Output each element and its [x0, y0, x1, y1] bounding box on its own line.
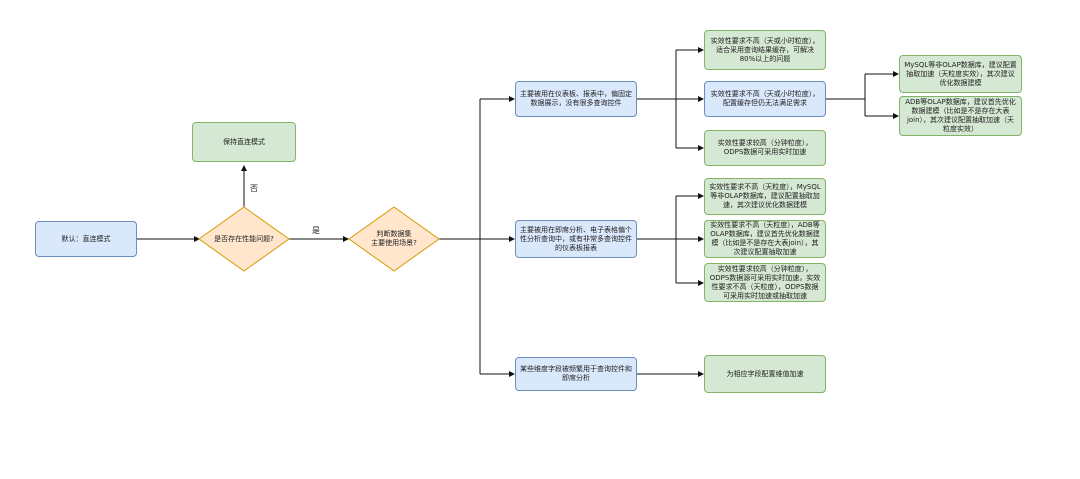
adhoc-result-odps: 实效性要求较高（分钟粒度），ODPS数据源可采用实时加速，实效性要求不高（天粒度… [704, 263, 826, 302]
dashboard-result-realtime: 实效性要求较高（分钟粒度），ODPS数据可采用实时加速 [704, 130, 826, 166]
edge-label-no: 否 [250, 184, 258, 193]
dashboard-result-cache-insufficient: 实效性要求不高（天或小时粒度），配置缓存但仍无法满足需求 [704, 81, 826, 117]
scene-dashboard-node: 主要被用在仪表板、报表中，偏固定数据展示，没有很多查询控件 [515, 81, 637, 117]
scene-adhoc-node: 主要被用在即席分析、电子表格偏个性分析查询中，或有非常多查询控件的仪表板报表 [515, 220, 637, 258]
scene-dimension-node: 某些维度字段被频繁用于查询控件和即席分析 [515, 357, 637, 391]
decision-scene-diamond [348, 206, 440, 272]
dimension-result-node: 为相应字段配置维值加速 [704, 355, 826, 393]
result-mysql-extract: MySQL等非OLAP数据库，建议配置抽取加速（天粒度实效），其次建议优化数据建… [899, 55, 1022, 93]
decision-perf-label: 是否存在性能问题? [214, 234, 274, 243]
decision-perf-diamond [198, 206, 290, 272]
start-node: 默认：直连模式 [35, 221, 137, 257]
decision-scene-label: 判断数据集 主要使用场景? [371, 230, 417, 247]
adhoc-result-mysql: 实效性要求不高（天粒度），MySQL等非OLAP数据库，建议配置抽取加速，其次建… [704, 178, 826, 215]
adhoc-result-adb: 实效性要求不高（天粒度），ADB等OLAP数据库，建议首先优化数据建模（比如是不… [704, 220, 826, 258]
result-adb-modeling: ADB等OLAP数据库，建议首先优化数据建模（比如是不是存在大表join），其次… [899, 96, 1022, 136]
keep-direct-node: 保持直连模式 [192, 122, 296, 162]
dashboard-result-cache: 实效性要求不高（天或小时粒度），适合采用查询结果缓存，可解决80%以上的问题 [704, 30, 826, 70]
edge-label-yes: 是 [312, 226, 320, 235]
